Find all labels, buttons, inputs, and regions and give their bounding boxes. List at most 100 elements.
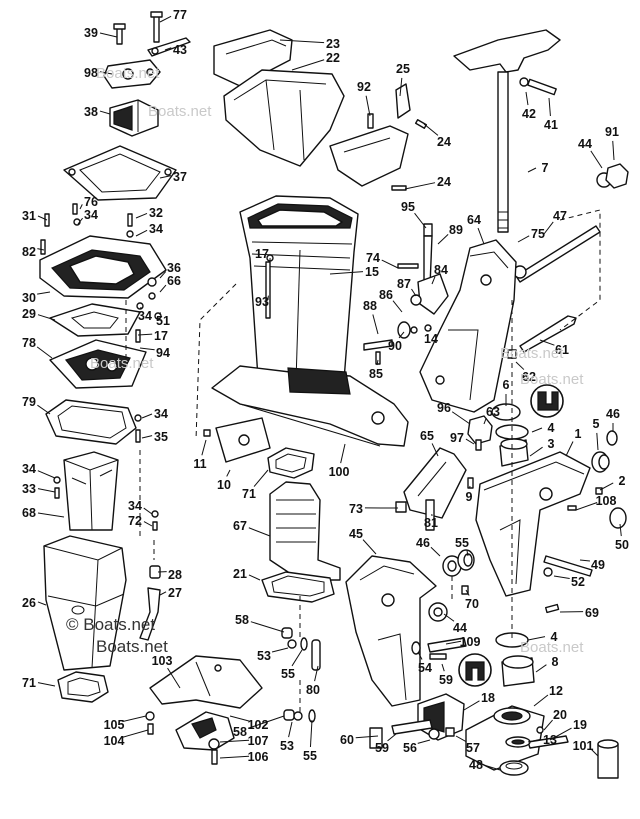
part-82-bolt <box>40 239 46 255</box>
callout-label-67: 67 <box>233 519 247 533</box>
callout-label-34d: 34 <box>154 407 168 421</box>
callout-label-64: 64 <box>467 213 481 227</box>
callout-leader-32 <box>135 212 148 219</box>
part-47-tilt-tube <box>515 225 601 283</box>
callout-leader-44a <box>590 150 603 169</box>
callout-label-22: 22 <box>326 51 340 65</box>
part-9-screw <box>467 477 474 489</box>
part-95-fitting <box>423 223 433 237</box>
callout-label-60: 60 <box>340 733 354 747</box>
callout-label-48: 48 <box>469 758 483 772</box>
callout-leader-50 <box>619 523 622 537</box>
callout-label-29: 29 <box>22 307 36 321</box>
callout-leader-23 <box>279 39 325 44</box>
callout-leader-71b <box>253 469 269 487</box>
callout-leader-15 <box>329 271 364 275</box>
part-51-washer <box>154 312 162 320</box>
center-parts <box>145 29 428 765</box>
callout-leader-57 <box>455 735 467 743</box>
part-56-washer <box>428 728 440 740</box>
callout-label-51: 51 <box>156 314 170 328</box>
callout-leader-37 <box>159 175 172 179</box>
part-38-module <box>109 99 159 137</box>
part-61-tilt-pin <box>519 315 577 353</box>
callout-leader-7 <box>527 167 537 173</box>
part-59-bolt <box>429 653 447 660</box>
callout-label-24b: 24 <box>437 175 451 189</box>
callout-leader-66 <box>159 284 167 293</box>
part-65-tilt-arm <box>403 447 467 519</box>
callout-label-34c: 34 <box>138 309 152 323</box>
callout-label-17b: 17 <box>255 247 269 261</box>
callout-label-11: 11 <box>193 457 206 471</box>
callout-label-63: 63 <box>486 405 500 419</box>
callout-leader-11 <box>201 439 207 456</box>
callout-label-91: 91 <box>605 125 619 139</box>
callout-label-35: 35 <box>154 430 168 444</box>
callout-label-55c: 55 <box>303 749 317 763</box>
callout-label-58b: 58 <box>233 725 247 739</box>
callout-label-82: 82 <box>22 245 36 259</box>
part-80-link <box>311 639 321 671</box>
callout-label-102: 102 <box>248 718 269 732</box>
right-parts <box>345 29 629 779</box>
part-84-bracket <box>417 273 449 315</box>
part-37-gasket <box>63 145 177 201</box>
part-3-bearing <box>499 438 529 467</box>
callout-label-47: 47 <box>553 209 567 223</box>
callout-label-57: 57 <box>466 741 480 755</box>
part-20-washer <box>536 726 544 734</box>
callout-leader-5 <box>596 432 599 451</box>
callout-label-24a: 24 <box>437 135 451 149</box>
callout-leader-46b <box>430 546 441 557</box>
part-26-exhaust-housing <box>43 535 127 671</box>
part-66-plug <box>148 292 156 300</box>
part-15-exhaust-housing <box>239 195 359 387</box>
callout-label-98: 98 <box>84 66 98 80</box>
callout-leader-92 <box>365 95 371 117</box>
callout-label-33: 33 <box>22 482 36 496</box>
callout-label-93: 93 <box>255 295 269 309</box>
callout-leader-33 <box>37 488 56 493</box>
callout-label-34a: 34 <box>84 208 98 222</box>
callout-label-18: 18 <box>481 691 495 705</box>
callout-leader-87 <box>411 288 417 297</box>
callout-label-15: 15 <box>365 265 379 279</box>
callout-label-32: 32 <box>149 206 163 220</box>
watermark-faint: Boats.net <box>500 345 564 362</box>
callout-leader-56 <box>417 739 431 744</box>
callout-leader-34a <box>77 217 83 225</box>
callout-label-1: 1 <box>575 427 582 441</box>
part-23-cover <box>213 29 293 87</box>
part-98-mount <box>103 59 161 89</box>
callout-leader-70 <box>465 589 470 596</box>
part-36-plug <box>147 277 157 287</box>
callout-label-36: 36 <box>167 261 181 275</box>
part-35-screw <box>135 429 141 443</box>
part-21-seal <box>261 571 335 603</box>
callout-leader-55a <box>466 550 469 557</box>
part-70-screw <box>461 585 469 595</box>
callout-leader-36 <box>159 271 167 279</box>
callout-label-19: 19 <box>573 718 587 732</box>
part-34-washer-f <box>151 510 159 518</box>
callout-label-27: 27 <box>168 586 182 600</box>
callout-label-61: 61 <box>555 343 569 357</box>
callout-label-101: 101 <box>573 739 594 753</box>
callout-label-70: 70 <box>465 597 479 611</box>
callout-label-75: 75 <box>531 227 545 241</box>
callout-leader-107 <box>219 739 250 743</box>
part-107-washer <box>208 738 220 750</box>
callout-leader-26 <box>37 601 47 606</box>
callout-label-9: 9 <box>466 490 473 504</box>
part-96-block <box>467 415 493 445</box>
callout-label-25: 25 <box>396 62 410 76</box>
callout-label-10: 10 <box>217 478 231 492</box>
part-58-bushing <box>281 627 293 639</box>
lock-symbol-icon <box>530 384 564 418</box>
callout-label-79: 79 <box>22 395 36 409</box>
callout-leader-82 <box>37 248 45 251</box>
callout-leader-67 <box>248 527 271 537</box>
callout-label-52: 52 <box>571 575 585 589</box>
